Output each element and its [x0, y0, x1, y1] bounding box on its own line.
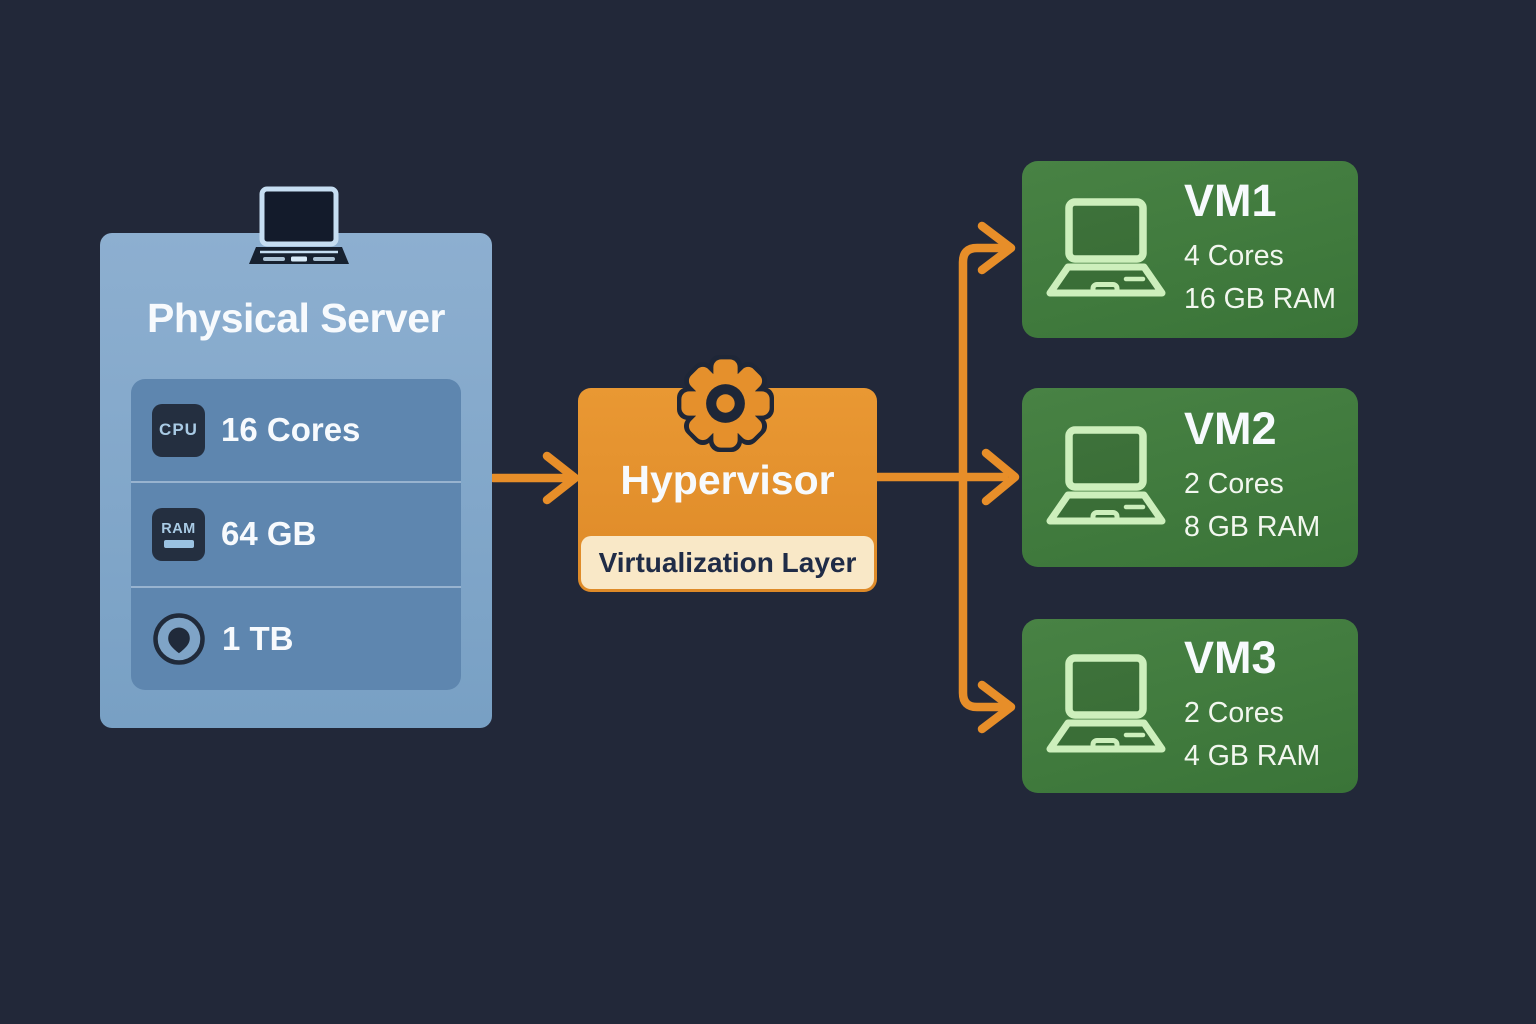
vm1-laptop-icon: [1046, 197, 1166, 296]
vm1-box: VM1 4 Cores 16 GB RAM: [1022, 161, 1358, 338]
physical-server-title: Physical Server: [147, 295, 445, 341]
storage-size-value: 1 TB: [222, 619, 294, 657]
server-specs-panel: CPU 16 Cores RAM 64 GB 1 TB: [131, 379, 461, 690]
storage-disk-icon: [153, 613, 205, 665]
virtualization-layer-strip: Virtualization Layer: [581, 536, 874, 589]
server-laptop-icon: [249, 186, 349, 264]
cpu-cores-value: 16 Cores: [221, 411, 361, 449]
arrow-branch-spine: [958, 243, 1008, 712]
ram-memory-badge: RAM: [152, 507, 205, 561]
vm3-name: VM3: [1184, 631, 1277, 683]
arrowhead-hypervisor-icon: [542, 451, 580, 505]
arrowhead-vm1-icon: [977, 221, 1016, 275]
vm2-laptop-icon: [1046, 425, 1166, 524]
vm1-ram: 16 GB RAM: [1184, 283, 1337, 315]
vm3-cores: 2 Cores: [1184, 696, 1284, 729]
gear-icon: [677, 355, 774, 452]
vm1-name: VM1: [1184, 175, 1277, 227]
virtualization-layer-label: Virtualization Layer: [598, 546, 857, 578]
vm3-box: VM3 2 Cores 4 GB RAM: [1022, 619, 1358, 793]
vm2-name: VM2: [1184, 403, 1277, 455]
ram-badge-label: RAM: [161, 521, 196, 538]
ram-stick-icon: [163, 540, 194, 548]
cpu-badge-label: CPU: [159, 420, 198, 440]
spec-row-ram: RAM 64 GB: [131, 481, 461, 585]
vm3-laptop-icon: [1046, 654, 1166, 753]
vm1-cores: 4 Cores: [1184, 240, 1284, 273]
physical-server-box: Physical Server CPU 16 Cores RAM 64 GB: [100, 186, 492, 728]
ram-size-value: 64 GB: [221, 515, 317, 553]
vm3-text: VM3 2 Cores 4 GB RAM: [1184, 635, 1320, 778]
arrowhead-vm2-icon: [981, 448, 1020, 506]
vm3-ram: 4 GB RAM: [1184, 739, 1321, 772]
vm2-cores: 2 Cores: [1184, 468, 1284, 501]
cpu-chip-badge: CPU: [152, 403, 205, 457]
spec-row-storage: 1 TB: [131, 585, 461, 690]
spec-row-cpu: CPU 16 Cores: [131, 379, 461, 481]
arrowhead-vm3-icon: [977, 680, 1016, 734]
vm1-text: VM1 4 Cores 16 GB RAM: [1184, 178, 1336, 321]
vm2-ram: 8 GB RAM: [1184, 511, 1321, 543]
hypervisor-box: Hypervisor Virtualization Layer: [578, 355, 877, 592]
hypervisor-title: Hypervisor: [620, 457, 835, 503]
vm2-box: VM2 2 Cores 8 GB RAM: [1022, 388, 1358, 567]
vm2-text: VM2 2 Cores 8 GB RAM: [1184, 406, 1320, 549]
